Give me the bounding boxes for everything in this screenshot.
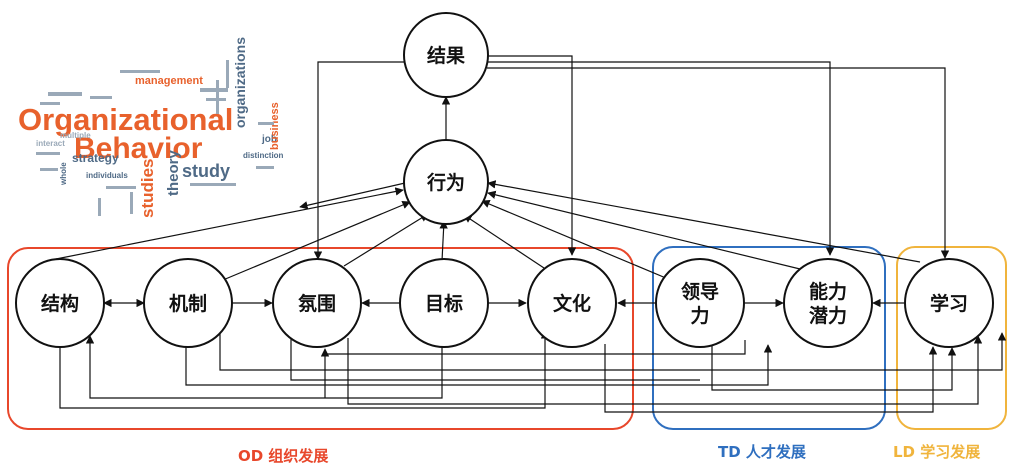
wc-word-studies: studies bbox=[138, 158, 157, 218]
node-leadership-circle bbox=[655, 258, 745, 348]
wc-word-business: business bbox=[269, 102, 281, 150]
wc-word-individuals: individuals bbox=[86, 171, 128, 180]
arrow-mechanism-behavior bbox=[222, 201, 411, 281]
td-group-box bbox=[652, 246, 886, 430]
node-result-label: 结果 bbox=[427, 44, 465, 67]
arrow-behavior-wordcloud bbox=[299, 182, 406, 210]
ld-group-label: LD 学习发展 bbox=[893, 443, 980, 461]
wc-word-strategy: strategy bbox=[72, 151, 119, 165]
node-learning-circle bbox=[904, 258, 994, 348]
arrow-learning-behavior bbox=[487, 180, 921, 263]
route-culture-learning bbox=[604, 344, 938, 413]
route-mechanism-learning bbox=[219, 330, 1007, 371]
node-culture-label: 文化 bbox=[553, 292, 591, 315]
arrow-culture-behavior bbox=[463, 214, 545, 269]
wc-word-job: job bbox=[261, 134, 277, 145]
arrow-result-capability bbox=[487, 61, 835, 256]
node-capability-label-line1: 能力 bbox=[809, 280, 847, 303]
node-structure-circle bbox=[15, 258, 105, 348]
node-behavior-label: 行为 bbox=[426, 171, 465, 194]
arrow-structure-behavior bbox=[55, 187, 404, 260]
wc-title-line1: Organizational bbox=[18, 102, 233, 137]
node-goal-label: 目标 bbox=[425, 293, 463, 315]
wc-word-whole: whole bbox=[59, 162, 68, 186]
node-capability-label-line2: 潜力 bbox=[809, 304, 847, 327]
route-leadership-learning bbox=[711, 345, 957, 391]
node-mechanism-label: 机制 bbox=[169, 292, 207, 315]
arrow-result-learning bbox=[487, 67, 950, 259]
arrow-capability-behavior bbox=[487, 190, 801, 270]
arrow-result-atmosphere bbox=[313, 61, 409, 260]
wc-word-multiple: multiple bbox=[60, 131, 91, 140]
td-group-label: TD 人才发展 bbox=[718, 443, 806, 461]
wc-word-organizations: organizations bbox=[232, 37, 248, 128]
node-behavior-circle bbox=[403, 139, 489, 225]
node-structure-label: 结构 bbox=[41, 292, 79, 315]
wc-word-study: study bbox=[182, 161, 230, 181]
arrow-goal-behavior bbox=[439, 220, 448, 262]
node-atmosphere-label: 氛围 bbox=[298, 292, 336, 315]
route-goal-structure bbox=[85, 335, 443, 399]
wc-word-management: management bbox=[135, 75, 203, 87]
node-leadership-label-line2: 力 bbox=[690, 304, 709, 327]
node-capability-circle bbox=[783, 258, 873, 348]
wc-word-interact: interact bbox=[36, 139, 65, 148]
node-result-circle bbox=[403, 12, 489, 98]
word-cloud-image: management Organizational Behavior study… bbox=[18, 37, 284, 218]
arrow-leadership-behavior bbox=[481, 200, 674, 282]
node-learning-label: 学习 bbox=[930, 292, 968, 315]
node-leadership-label-line1: 领导 bbox=[681, 280, 719, 303]
wc-word-distinction: distinction bbox=[243, 151, 284, 160]
wc-word-theory: theory bbox=[165, 150, 182, 197]
route-atmosphere-td bbox=[290, 325, 700, 381]
route-atmosphere-leadership bbox=[324, 340, 746, 398]
od-group-box bbox=[7, 247, 634, 430]
node-atmosphere-circle bbox=[272, 258, 362, 348]
wc-filler-words bbox=[36, 60, 274, 216]
wc-title-line2: Behavior bbox=[74, 132, 203, 165]
arrow-result-culture bbox=[487, 55, 577, 256]
node-goal-circle bbox=[399, 258, 489, 348]
route-mechanism-capability bbox=[185, 344, 773, 386]
route-atmosphere-learning bbox=[347, 335, 983, 405]
arrow-atmosphere-behavior bbox=[343, 213, 429, 267]
od-group-label: OD 组织发展 bbox=[238, 447, 328, 465]
node-culture-circle bbox=[527, 258, 617, 348]
node-mechanism-circle bbox=[143, 258, 233, 348]
